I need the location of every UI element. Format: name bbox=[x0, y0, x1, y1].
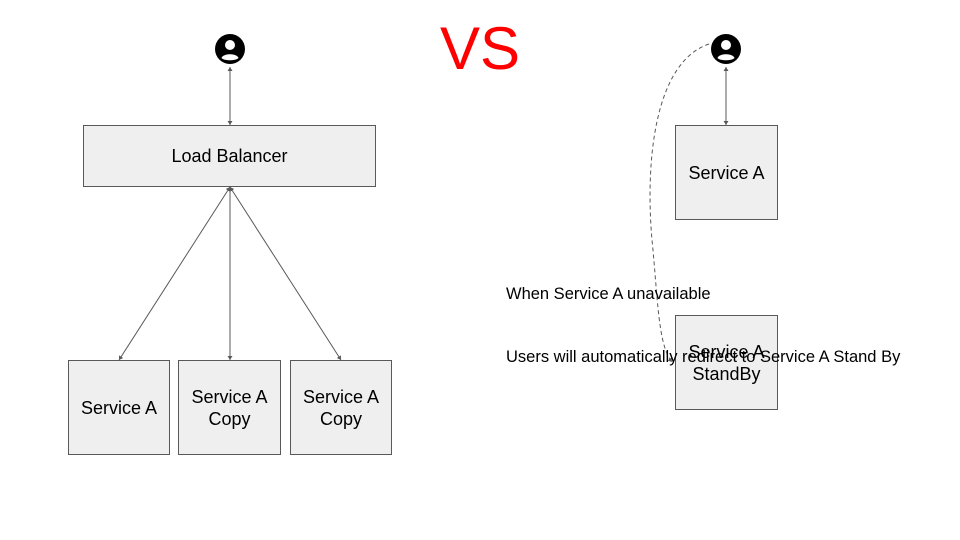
service-a-primary-label: Service A bbox=[688, 162, 765, 183]
service-a-copy-label: Service A Copy bbox=[191, 386, 268, 429]
service-a-primary-box: Service A bbox=[675, 125, 778, 220]
load-balancer-label: Load Balancer bbox=[171, 146, 288, 166]
service-a-copy-box: Service A Copy bbox=[178, 360, 281, 455]
service-a-copy-label: Service A Copy bbox=[302, 386, 380, 429]
vs-label: VS bbox=[439, 15, 521, 82]
load-balancer-box: Load Balancer bbox=[83, 125, 376, 187]
service-a-standby-label: Service A StandBy bbox=[688, 341, 765, 384]
service-a-box: Service A bbox=[68, 360, 170, 455]
lb-to-service-a-connector bbox=[118, 186, 231, 361]
lb-to-copy-2-connector bbox=[229, 186, 342, 361]
redirect-dashed-connector bbox=[649, 43, 710, 363]
failover-note-line-1: When Service A unavailable bbox=[506, 285, 711, 303]
failover-note: When Service A unavailable Users will au… bbox=[506, 242, 900, 389]
service-a-copy-box: Service A Copy bbox=[290, 360, 392, 455]
user-avatar-icon bbox=[215, 34, 245, 64]
service-a-standby-box: Service A StandBy bbox=[675, 315, 778, 410]
service-a-label: Service A bbox=[80, 397, 158, 418]
failover-note-line-2: Users will automatically redirect to Ser… bbox=[506, 348, 901, 366]
user-avatar-icon bbox=[711, 34, 741, 64]
